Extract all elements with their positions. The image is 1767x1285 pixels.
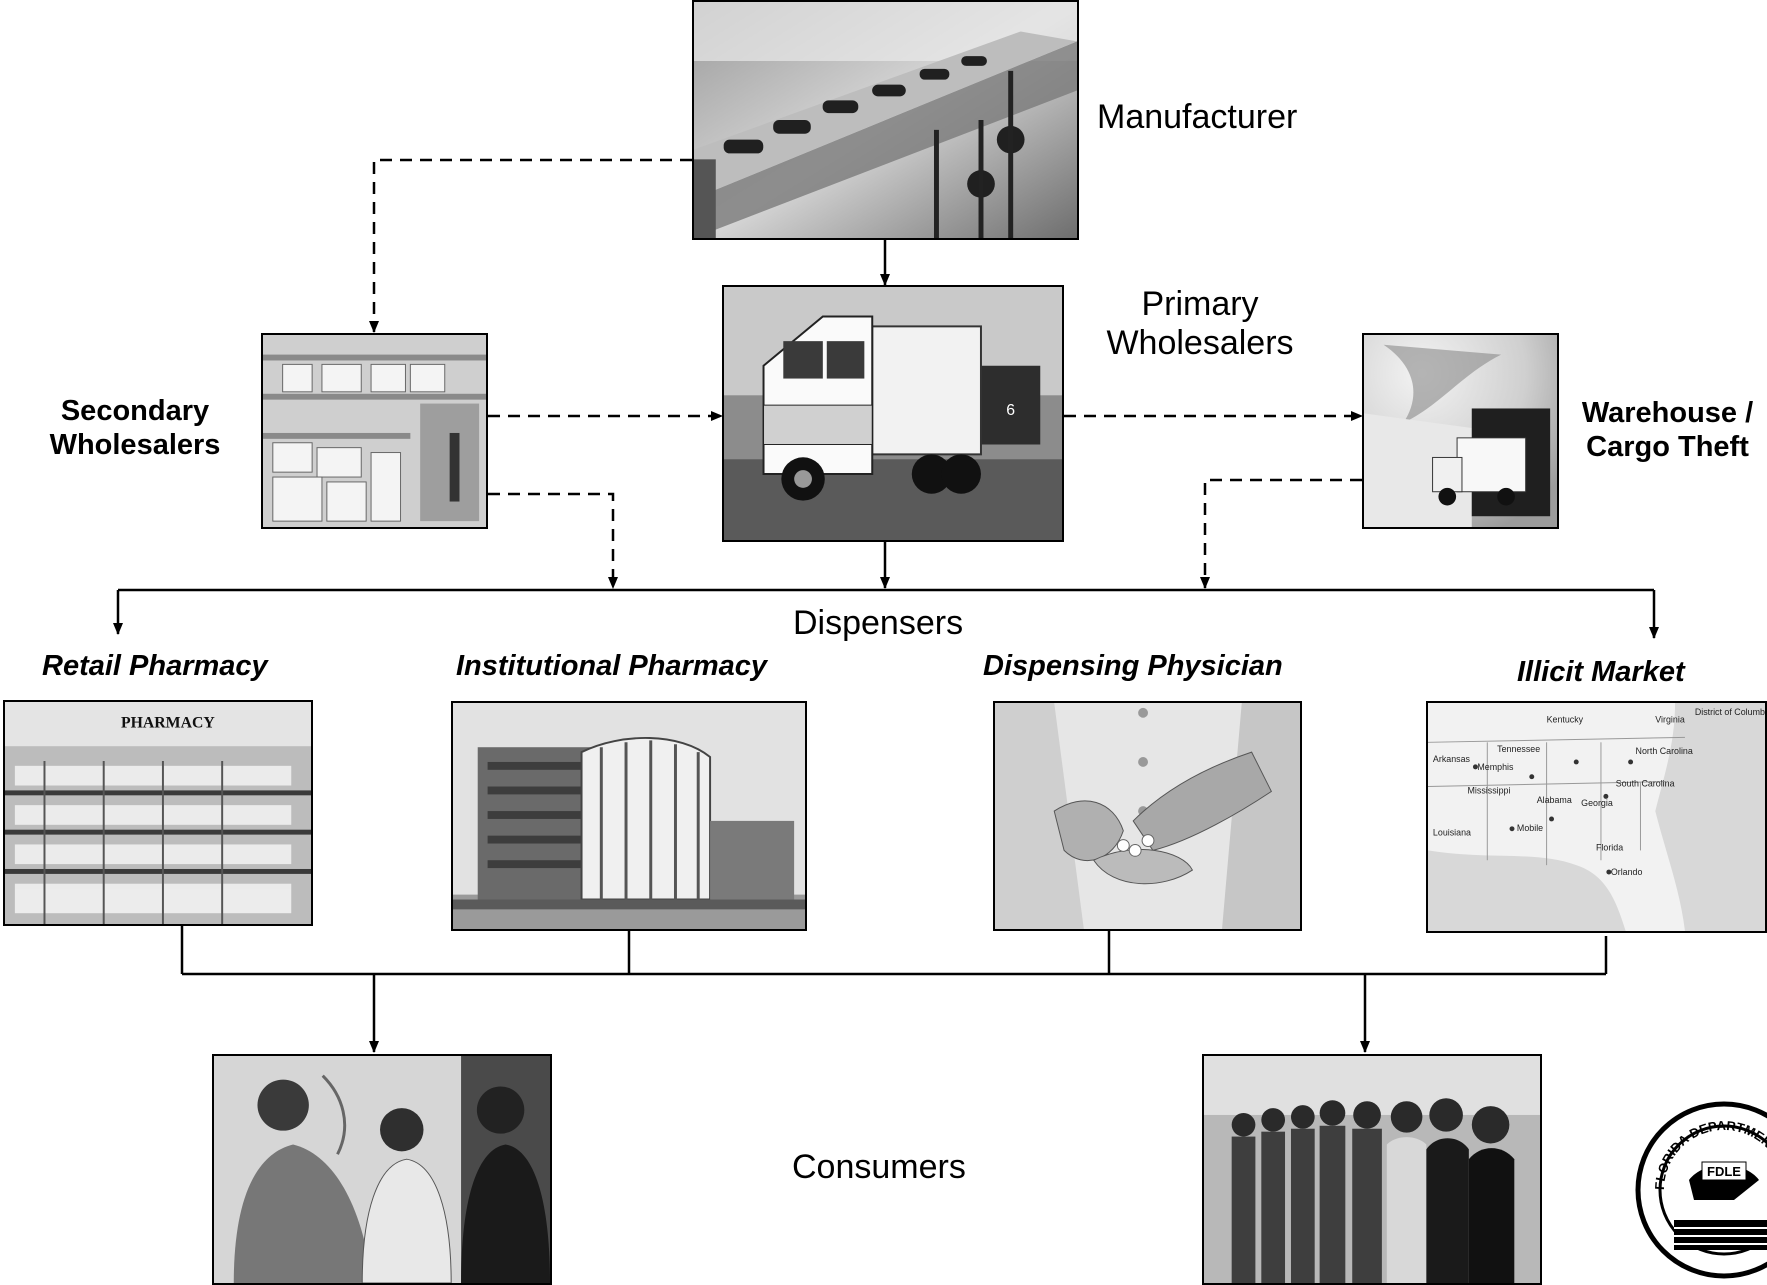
map-label: Mobile [1517, 823, 1543, 833]
edge-secondary-dispensers [488, 492, 618, 589]
pharmacy-sign-text: PHARMACY [121, 715, 215, 732]
map-label: Arkansas [1433, 754, 1471, 764]
map-label: District of Columbia [1695, 707, 1765, 717]
map-label: Georgia [1581, 798, 1613, 808]
consumers-label: Consumers [792, 1148, 966, 1186]
fdle-seal-logo: FLORIDA DEPARTMENT OF FDLE [1634, 1100, 1767, 1280]
map-label: South Carolina [1616, 779, 1675, 789]
manufacturer-label: Manufacturer [1097, 98, 1298, 136]
map-label: Kentucky [1547, 715, 1584, 725]
map-label: Alabama [1537, 795, 1572, 805]
retail-pharmacy-photo: PHARMACY [3, 700, 313, 926]
map-label: Virginia [1655, 715, 1685, 725]
dispensing-physician-photo [993, 701, 1302, 931]
illicit-market-label: Illicit Market [1517, 656, 1685, 688]
map-label: Orlando [1611, 867, 1643, 877]
seal-abbrev: FDLE [1707, 1164, 1741, 1179]
primary-wholesalers-line-1: Primary [1141, 285, 1259, 323]
manufacturer-photo [692, 0, 1079, 240]
primary-wholesalers-photo: 6 [722, 285, 1064, 542]
dispensers-label: Dispensers [793, 604, 964, 642]
institutional-pharmacy-label: Institutional Pharmacy [456, 650, 768, 682]
cargo-theft-photo [1362, 333, 1559, 529]
map-label: Tennessee [1497, 744, 1540, 754]
edge-warehouse-dispensers [1200, 478, 1362, 589]
consumer-queue-photo [1202, 1054, 1542, 1285]
secondary-wholesalers-label: Secondary Wholesalers [30, 395, 240, 462]
dock-number: 6 [1006, 402, 1015, 419]
consumer-clinic-photo [212, 1054, 552, 1285]
warehouse-cargo-theft-line-1: Warehouse / [1581, 397, 1754, 429]
map-label: Louisiana [1433, 828, 1471, 838]
map-labels: Kentucky Virginia District of Columbia T… [1433, 707, 1765, 877]
secondary-wholesalers-line-2: Wholesalers [49, 428, 221, 461]
secondary-wholesalers-photo [261, 333, 488, 529]
primary-wholesalers-label: Primary Wholesalers [1085, 285, 1315, 364]
warehouse-cargo-theft-label: Warehouse / Cargo Theft [1568, 397, 1767, 464]
map-label: Memphis [1477, 762, 1514, 772]
primary-wholesalers-line-2: Wholesalers [1106, 324, 1294, 363]
map-label: Florida [1596, 842, 1623, 852]
edge-manufacturer-secondary [369, 158, 692, 333]
dispensing-physician-label: Dispensing Physician [983, 650, 1283, 682]
retail-pharmacy-label: Retail Pharmacy [42, 650, 268, 682]
secondary-wholesalers-line-1: Secondary [60, 395, 210, 427]
map-label: North Carolina [1636, 746, 1693, 756]
map-label: Mississippi [1468, 785, 1511, 795]
institutional-pharmacy-photo [451, 701, 807, 931]
warehouse-cargo-theft-line-2: Cargo Theft [1586, 430, 1749, 463]
illicit-market-map-photo: Kentucky Virginia District of Columbia T… [1426, 701, 1767, 933]
